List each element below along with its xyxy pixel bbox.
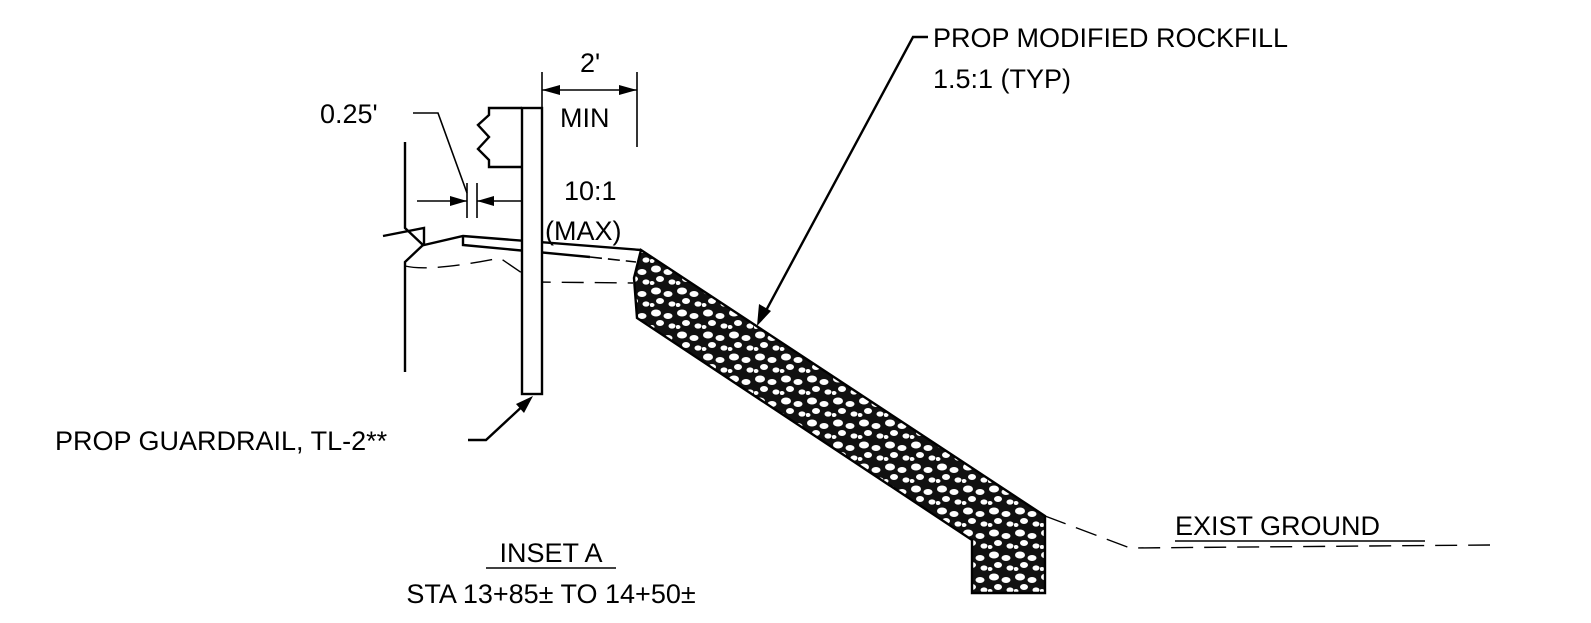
left-break-line	[403, 142, 425, 372]
dim-2ft-label: 2'	[580, 48, 600, 78]
road-surface-lower	[461, 236, 591, 259]
slope-max-label: (MAX)	[545, 216, 622, 246]
road-surface-dashed	[589, 256, 637, 263]
w-beam-rail	[476, 106, 522, 169]
dim-025-arrow-right	[477, 196, 494, 206]
rockfill-label-line2: 1.5:1 (TYP)	[933, 64, 1071, 94]
guardrail-label: PROP GUARDRAIL, TL-2**	[55, 426, 388, 456]
guardrail-leader-arrow	[516, 396, 533, 413]
exist-ground-label: EXIST GROUND	[1175, 511, 1380, 541]
inset-title: INSET A	[499, 538, 602, 568]
guardrail-leader	[468, 401, 528, 442]
rockfill-label-line1: PROP MODIFIED ROCKFILL	[933, 23, 1288, 53]
dim-025-arrow-left	[450, 196, 467, 206]
guardrail-post	[520, 106, 544, 396]
rockfill-leader-arrow	[757, 304, 771, 326]
slope-ratio-label: 10:1	[564, 176, 617, 206]
dim-2ft-arrow-right	[619, 85, 637, 95]
rockfill-leader	[760, 35, 928, 319]
dim-2ft-arrow-left	[542, 85, 560, 95]
exist-ground-right	[1044, 515, 1491, 549]
dim-min-label: MIN	[560, 103, 610, 133]
exist-ground-left	[404, 257, 634, 284]
rockfill-mass	[632, 248, 1047, 595]
inset-station: STA 13+85± TO 14+50±	[406, 579, 695, 609]
dim-025-label: 0.25'	[320, 99, 378, 129]
dim-025-leader	[413, 112, 468, 194]
